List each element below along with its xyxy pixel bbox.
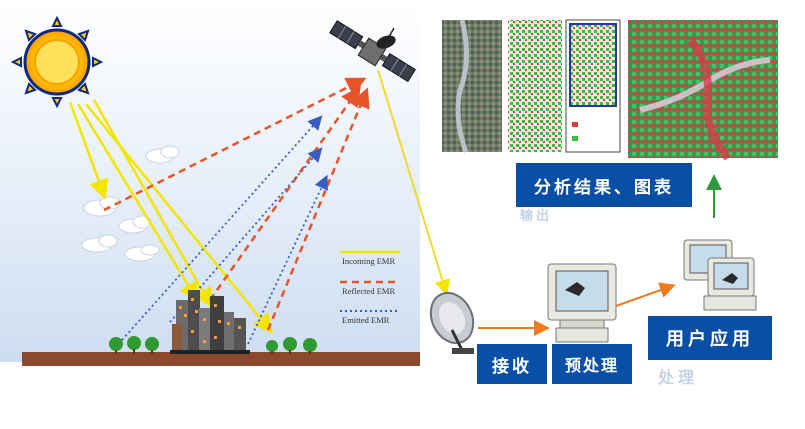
workstation-icon [683, 239, 757, 311]
legend-incoming-label: Incoming EMR [342, 256, 396, 266]
satellite-image-raw [442, 20, 502, 152]
arrow-preprocess-to-user [615, 282, 676, 307]
reflected-emr-rays [103, 77, 370, 331]
cloud-icon [81, 234, 118, 253]
cloud-icon [145, 145, 180, 164]
legend-emitted-label: Emitted EMR [342, 315, 390, 325]
satellite-dish-icon [429, 291, 475, 354]
trees [109, 336, 317, 354]
incoming-emr-rays [68, 99, 274, 334]
legend-reflected-label: Reflected EMR [342, 286, 396, 296]
ground [22, 352, 420, 366]
satellite-image-analysis [628, 20, 778, 158]
computer-icon [547, 263, 617, 343]
user-application-sublabel: 处理 [658, 368, 699, 387]
results-output-sublabel: 输出 [520, 209, 553, 224]
sun-icon [10, 15, 104, 109]
preprocess-box: 预处理 [552, 344, 632, 384]
satellite-icon [329, 20, 416, 83]
satellite-image-classified [508, 20, 562, 152]
cloud-icon [124, 244, 160, 262]
clouds [81, 145, 180, 262]
emitted-emr-rays [121, 115, 328, 345]
user-application-box: 用户应用 [648, 316, 772, 360]
results-output-box: 分析结果、图表 [516, 163, 692, 207]
city-buildings [170, 290, 250, 354]
receive-box: 接收 [477, 344, 547, 384]
legend [340, 250, 400, 312]
cloud-icon [83, 196, 121, 217]
downlink-ray [377, 69, 451, 296]
result-images [442, 19, 778, 161]
